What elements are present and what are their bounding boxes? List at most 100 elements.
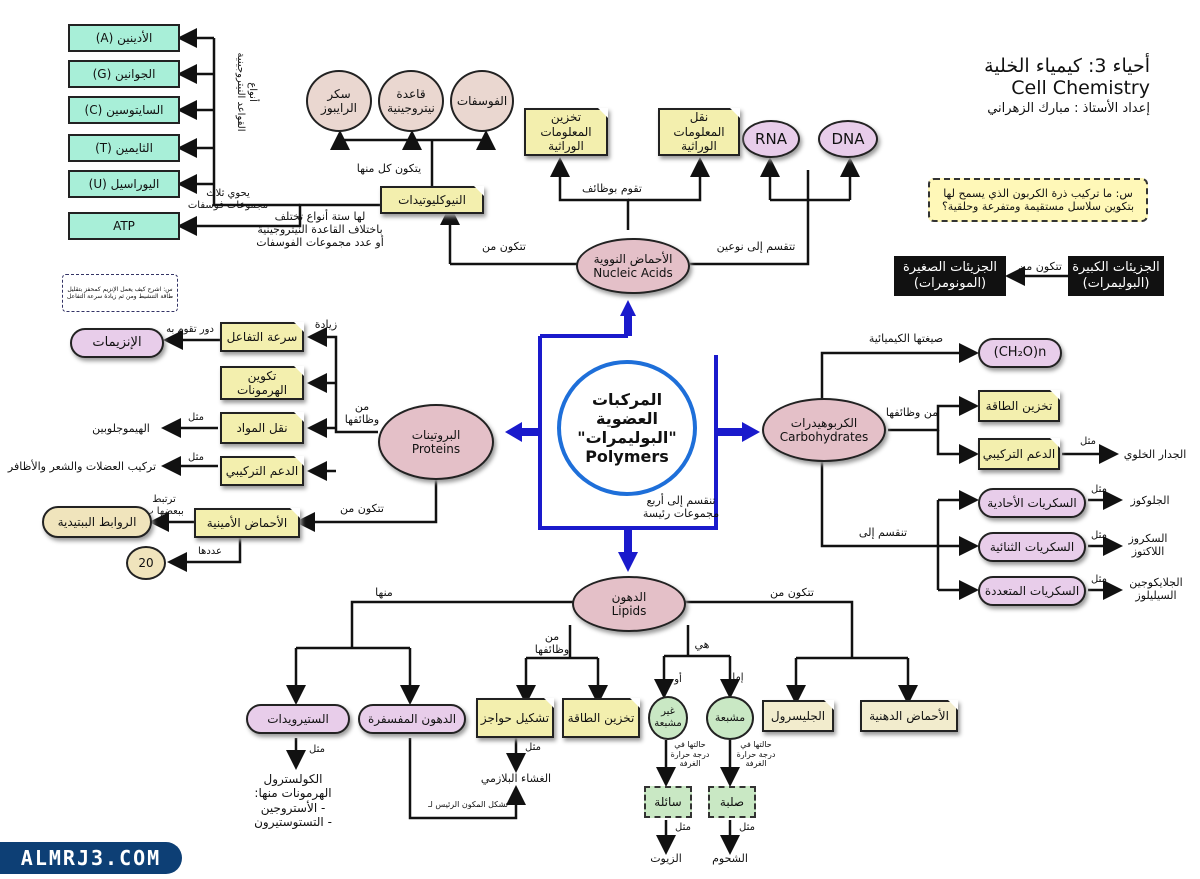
glycogen-cellulose-label: الجلايكوجين السيليلوز — [1129, 576, 1183, 603]
monosaccharides-node: السكريات الأحادية — [978, 488, 1086, 518]
unsaturated-node: غير مشبعة — [648, 696, 688, 740]
structural-support-box: الدعم التركيبي — [220, 456, 304, 486]
adenine-box: الأدينين (A) — [68, 24, 180, 52]
ribose-sugar-node: سكر الرايبوز — [306, 70, 372, 132]
solid-state-label: حالتها في درجة حرارة الغرفة — [736, 740, 776, 769]
six-types-label: لها ستة أنواع تختلف باختلاف القاعدة الني… — [256, 210, 384, 250]
author-line: إعداد الأستاذ : مبارك الزهراني — [987, 101, 1150, 116]
macro-label: تتكون من — [1018, 260, 1062, 273]
four-groups-label: تنقسم إلى أربع مجموعات رئيسة — [642, 494, 720, 521]
micromolecules-box: الجزيئات الصغيرة (المونومرات) — [894, 256, 1006, 296]
carb-structural-support-box: الدعم التركيبي — [978, 438, 1060, 470]
cell-wall-label: الجدار الخلوي — [1123, 448, 1187, 461]
title-block: أحياء 3: كيمياء الخلية Cell Chemistry إع… — [940, 55, 1150, 116]
base-types-label: أنواع القواعد النيتروجينية — [235, 52, 258, 132]
sucrose-lactose-label: السكروز اللاكتوز — [1128, 532, 1168, 559]
or-label: أو — [674, 674, 682, 685]
example-label-1: مثل — [188, 412, 204, 423]
muscles-label: تركيب العضلات والشعر والأظافر — [7, 460, 157, 473]
cholesterol-label: الكولسترول الهرمونات منها: - الأستروجين … — [254, 772, 332, 830]
solid-example-label: مثل — [739, 822, 755, 833]
nucleic-two-types-label: تتقسم إلى نوعين — [716, 240, 796, 253]
is-label: هي — [694, 638, 710, 651]
amino-acids-box: الأحماض الأمينية — [194, 508, 300, 538]
enzyme-question-note: س: اشرح كيف يعمل الإنزيم كمحفز بتقليل طا… — [62, 274, 178, 312]
glucose-label: الجلوكوز — [1130, 494, 1170, 507]
polysaccharides-node: السكريات المتعددة — [978, 576, 1086, 606]
nitrogen-base-node: قاعدة نيتروجينية — [378, 70, 444, 132]
nucleic-functions-label: تقوم بوظائف — [582, 182, 642, 195]
formula-node: (CH₂O)n — [978, 338, 1062, 368]
count-label: عددها — [198, 546, 222, 557]
membrane-label: الغشاء البلازمي — [480, 772, 552, 785]
oils-label: الزيوت — [650, 852, 682, 865]
each-made-of-label: يتكون كل منها — [356, 162, 422, 175]
lipid-made-of-label: تتكون من — [770, 586, 814, 599]
material-transport-box: نقل المواد — [220, 412, 304, 444]
transfer-genetic-info-box: نقل المعلومات الوراثية — [658, 108, 740, 156]
liquid-state-label: حالتها في درجة حرارة الغرفة — [670, 740, 710, 769]
atp-box: ATP — [68, 212, 180, 240]
phosphate-node: الفوسفات — [450, 70, 514, 132]
example-di-label: مثل — [1091, 530, 1107, 541]
proteins-node: البروتينات Proteins — [378, 404, 494, 480]
dna-node: DNA — [818, 120, 878, 158]
nucleotides-box: النيوكليوتيدات — [380, 186, 484, 214]
example-poly-label: مثل — [1091, 574, 1107, 585]
center-organic-compounds: المركبات العضوية "البوليمرات" Polymers — [557, 360, 697, 496]
twenty-node: 20 — [126, 546, 166, 580]
lipid-energy-storage-box: تخزين الطاقة — [562, 698, 640, 738]
title-arabic: أحياء 3: كيمياء الخلية — [984, 55, 1150, 77]
carbon-question-note: س: ما تركيب ذرة الكربون الذي يسمح لها بت… — [928, 178, 1148, 222]
role-label: دور تقوم به — [166, 324, 214, 335]
carb-functions-label: من وظائفها — [885, 406, 939, 419]
carb-energy-storage-box: تخزين الطاقة — [978, 390, 1060, 422]
site-logo: ALMRJ3.COM — [0, 842, 182, 874]
enzymes-node: الإنزيمات — [70, 328, 164, 358]
glycerol-box: الجليسرول — [762, 700, 834, 732]
barrier-formation-box: تشكيل حواجز — [476, 698, 554, 738]
store-genetic-info-box: تخزين المعلومات الوراثية — [524, 108, 608, 156]
carbohydrates-node: الكربوهيدرات Carbohydrates — [762, 398, 886, 462]
carb-example-label: مثل — [1080, 436, 1096, 447]
cytosine-box: السايتوسين (C) — [68, 96, 180, 124]
lipid-functions-label: من وظائفها — [534, 630, 570, 657]
title-english: Cell Chemistry — [1011, 77, 1150, 99]
divided-into-label: تنقسم إلى — [858, 526, 908, 539]
linked-label: ترتبط ببعضها ب — [144, 494, 184, 517]
hemoglobin-label: الهيموجلوبين — [92, 422, 150, 435]
example-label-2: مثل — [188, 452, 204, 463]
solid-box: صلبة — [708, 786, 756, 818]
lipids-node: الدهون Lipids — [572, 576, 686, 632]
guanine-box: الجوانين (G) — [68, 60, 180, 88]
hormone-formation-box: تكوين الهرمونات — [220, 366, 304, 400]
nucleic-acids-node: الأحماض النووية Nucleic Acids — [576, 238, 690, 294]
main-component-label: تشكل المكون الرئيس لـ — [428, 800, 508, 809]
fats-label: الشحوم — [712, 852, 748, 865]
protein-made-of-label: تتكون من — [340, 502, 384, 515]
peptide-bonds-node: الروابط الببتيدية — [42, 506, 152, 538]
steroids-node: الستيرويدات — [246, 704, 350, 734]
protein-functions-label: من وظائفها — [344, 400, 380, 427]
phospholipids-node: الدهون المفسفرة — [358, 704, 466, 734]
of-them-label: منها — [375, 586, 393, 599]
disaccharides-node: السكريات الثنائية — [978, 532, 1086, 562]
thymine-box: الثايمين (T) — [68, 134, 180, 162]
three-phosphates-label: يحوي ثلاث مجموعات فوسفات — [187, 188, 269, 211]
reaction-rate-box: سرعة التفاعل — [220, 322, 304, 352]
rna-node: RNA — [742, 120, 800, 158]
either-label: إما — [732, 672, 744, 683]
increase-label: زيادة — [314, 318, 338, 331]
fatty-acids-box: الأحماض الدهنية — [860, 700, 958, 732]
macromolecules-box: الجزيئات الكبيرة (البوليمرات) — [1068, 256, 1164, 296]
uracil-box: اليوراسيل (U) — [68, 170, 180, 198]
example-mono-label: مثل — [1091, 484, 1107, 495]
formula-label: صيغتها الكيميائية — [868, 332, 944, 345]
liquid-box: سائلة — [644, 786, 692, 818]
barrier-example-label: مثل — [525, 742, 541, 753]
nucleic-made-of-label: تتكون من — [482, 240, 526, 253]
steroid-example-label: مثل — [309, 744, 325, 755]
saturated-node: مشبعة — [706, 696, 754, 740]
